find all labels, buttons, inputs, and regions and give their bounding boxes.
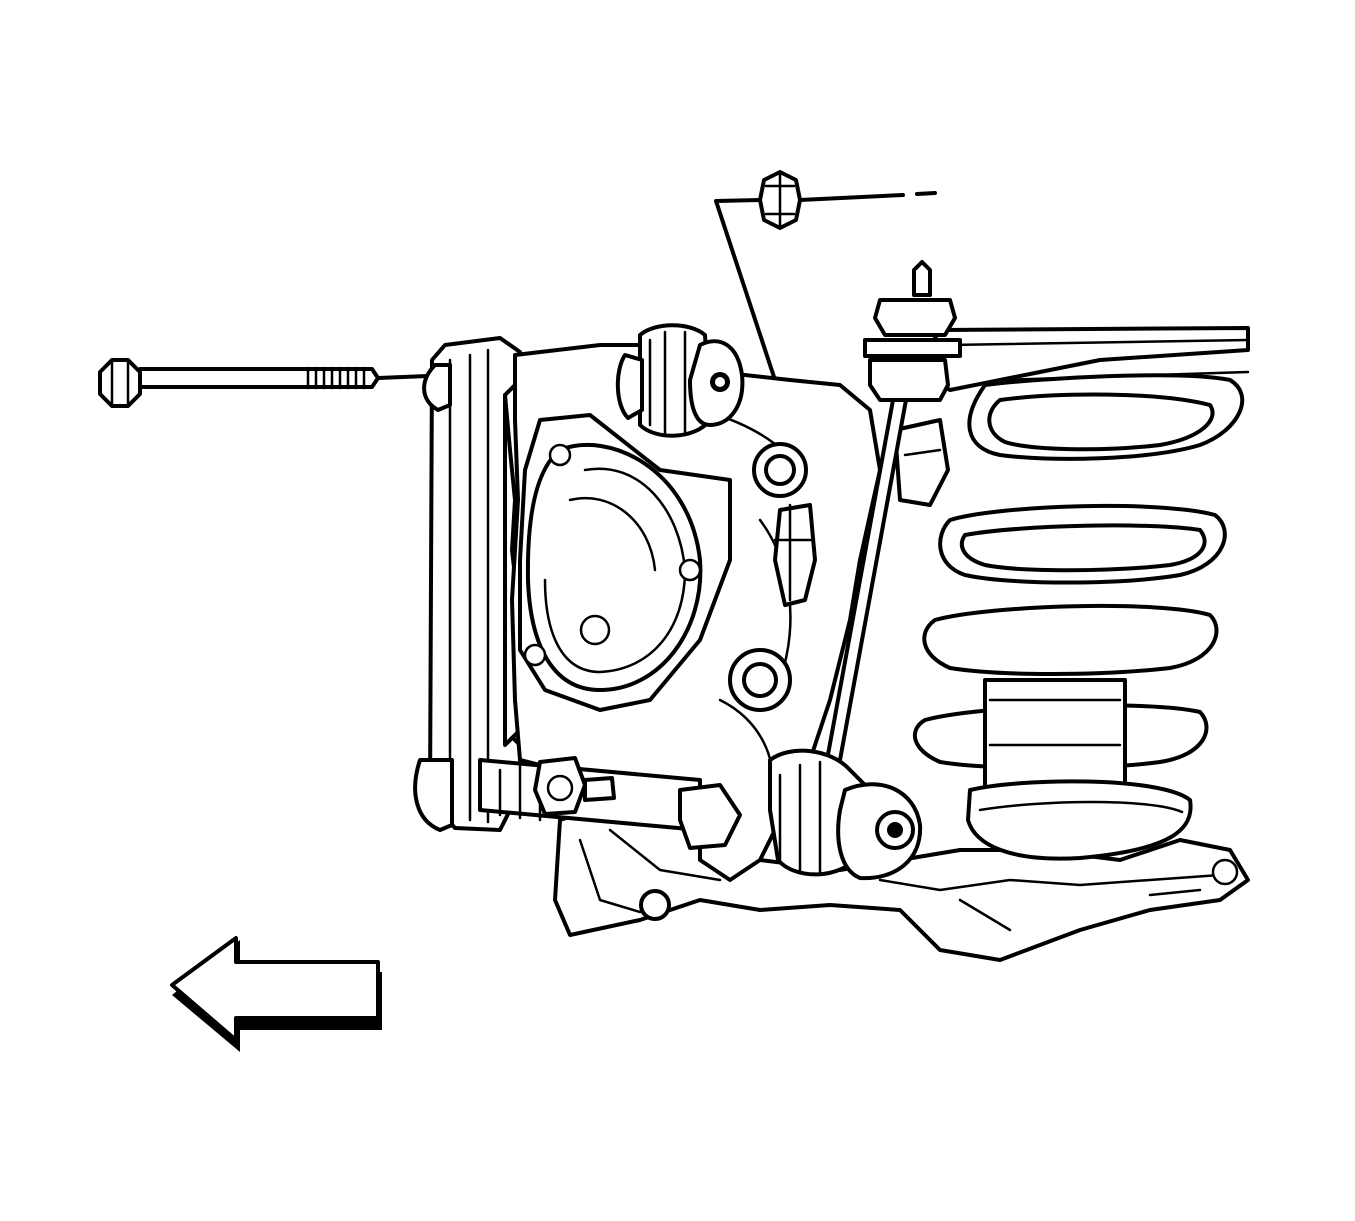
steering-knuckle [510,343,882,882]
arrow-left-icon [170,936,382,1052]
coil-spring [913,373,1245,861]
rear-bushing [768,748,923,881]
upper-bushing [615,323,745,438]
hex-nut-icon [758,170,802,230]
knuckle-plate [413,336,522,832]
bolt-icon [98,358,430,408]
lower-link [478,756,742,850]
